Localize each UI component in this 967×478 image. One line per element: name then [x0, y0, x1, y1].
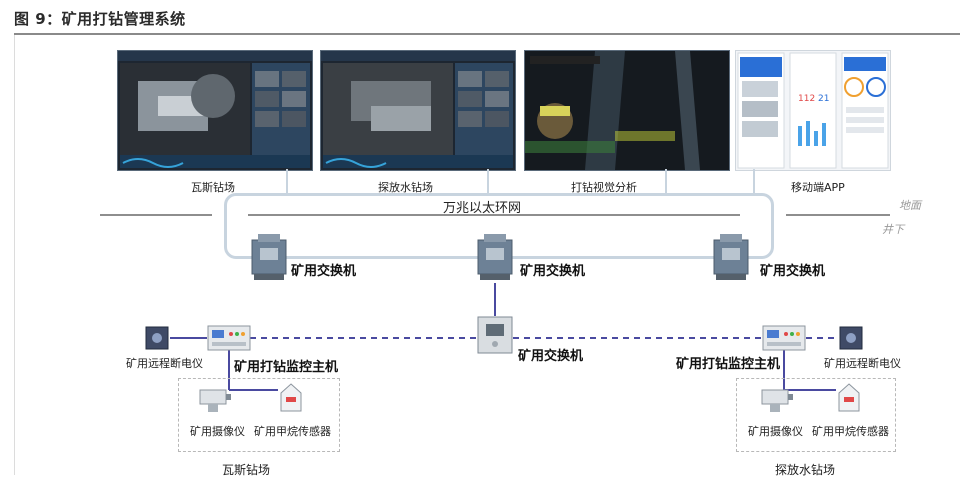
left-power-cutoff-label: 矿用远程断电仪: [126, 357, 203, 370]
mobile-app-caption: 移动端APP: [791, 181, 845, 194]
surface-label: 地面: [899, 199, 921, 212]
vision-analysis-screen-art: [525, 51, 729, 170]
water-drilling-screen-art: [321, 51, 515, 168]
right-camera-icon: [761, 389, 793, 412]
vision-analysis-caption: 打钻视觉分析: [571, 181, 637, 194]
right-methane-sensor-icon: [838, 383, 860, 412]
switch-lower-icon: [477, 316, 513, 354]
right-site-frame: [736, 378, 896, 452]
figure-title: 图 9：矿用打钻管理系统: [14, 10, 186, 28]
switch-center-icon: [477, 234, 513, 280]
svg-text:21: 21: [818, 94, 829, 104]
switch-right-label: 矿用交换机: [760, 264, 826, 279]
left-camera-icon: [199, 389, 231, 412]
ethernet-ring-label: 万兆以太环网: [443, 201, 522, 216]
gas-drilling-caption: 瓦斯钻场: [191, 181, 235, 194]
gas-drilling-screen-art: [118, 51, 312, 168]
water-drilling-screen: [320, 50, 516, 171]
right-power-cutoff-icon: [839, 326, 863, 350]
left-monitor-host-label: 矿用打钻监控主机: [234, 360, 339, 375]
right-monitor-host-label: 矿用打钻监控主机: [676, 357, 781, 372]
svg-text:112: 112: [798, 94, 815, 104]
right-power-cutoff-label: 矿用远程断电仪: [824, 357, 901, 370]
switch-left-label: 矿用交换机: [291, 264, 357, 279]
left-border: [14, 35, 15, 475]
underground-label: 井下: [882, 223, 904, 236]
left-methane-sensor-icon: [280, 383, 302, 412]
left-camera-label: 矿用摄像仪: [190, 425, 245, 438]
left-site-frame: [178, 378, 340, 452]
mobile-app-screen-art: 112 21: [737, 52, 889, 169]
title-divider: [14, 33, 960, 35]
right-methane-sensor-label: 矿用甲烷传感器: [812, 425, 889, 438]
mobile-app-screen: 112 21: [735, 50, 891, 171]
switch-center-label: 矿用交换机: [520, 264, 586, 279]
right-site-name: 探放水钻场: [775, 463, 836, 477]
switch-right-icon: [713, 234, 749, 280]
switch-left-icon: [251, 234, 287, 280]
vision-analysis-screen: [524, 50, 730, 171]
left-monitor-host-icon: [207, 325, 251, 351]
right-monitor-host-icon: [762, 325, 806, 351]
left-power-cutoff-icon: [145, 326, 169, 350]
switch-lower-label: 矿用交换机: [518, 349, 584, 364]
water-drilling-caption: 探放水钻场: [378, 181, 433, 194]
left-site-name: 瓦斯钻场: [222, 463, 271, 477]
left-methane-sensor-label: 矿用甲烷传感器: [254, 425, 331, 438]
gas-drilling-screen: [117, 50, 313, 171]
right-camera-label: 矿用摄像仪: [748, 425, 803, 438]
